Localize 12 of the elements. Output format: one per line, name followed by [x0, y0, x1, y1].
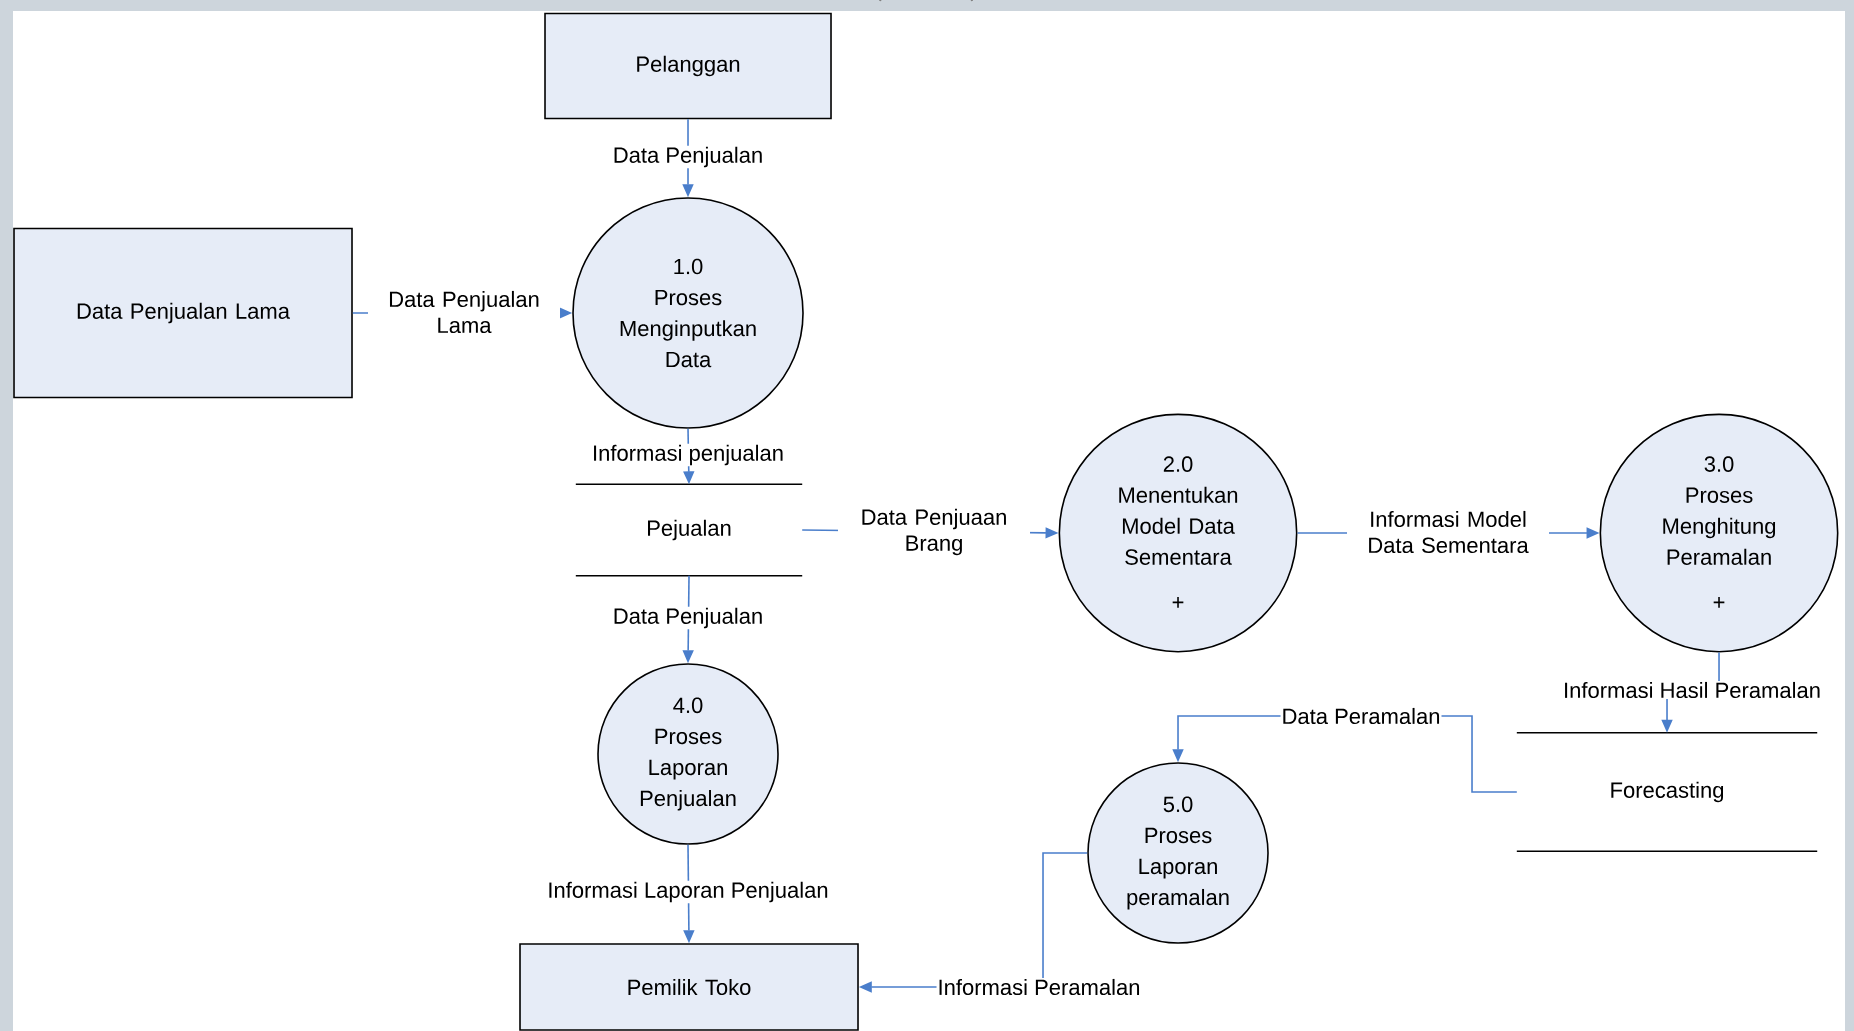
data-store: Pejualan [575, 483, 803, 577]
edge-label: Informasi Model Data Sementara [1347, 509, 1549, 555]
edge-label: Data Penjualan [611, 145, 765, 169]
edge-label: Data Penjuaan Brang [838, 507, 1030, 557]
data-store: Forecasting [1516, 732, 1818, 852]
entity-box: Pemilik Toko [519, 943, 859, 1031]
entity-box: Data Penjualan Lama [13, 227, 353, 399]
entity-box: Pelanggan [544, 12, 832, 120]
edge-label: Data Penjualan Lama [368, 289, 560, 335]
edge-label: Data Penjualan [611, 606, 765, 630]
edge-label: Informasi penjualan [591, 443, 785, 467]
edge-label: Informasi Laporan Penjualan [546, 880, 830, 904]
